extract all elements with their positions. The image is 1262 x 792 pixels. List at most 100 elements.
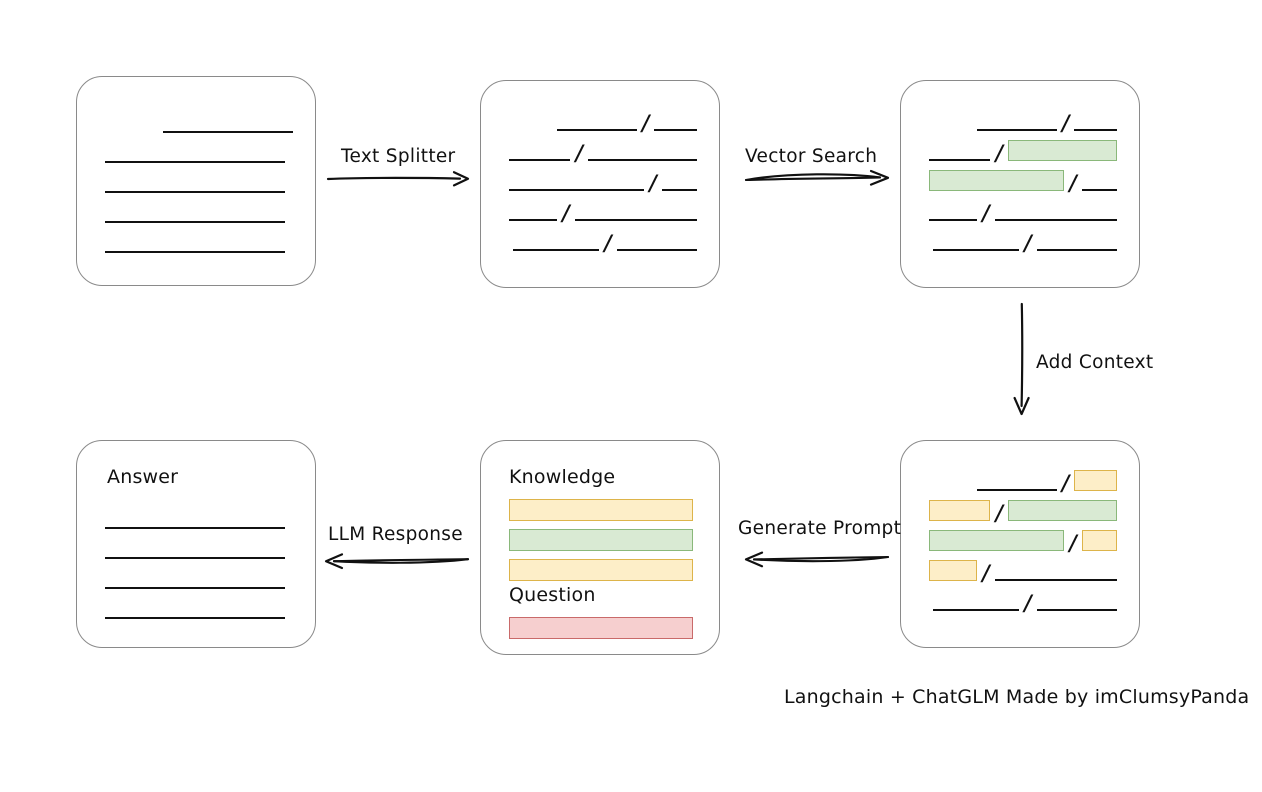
chunk-separator: / — [995, 500, 1004, 525]
chunk-separator: / — [1061, 470, 1070, 495]
document-line — [105, 563, 293, 593]
document-line: / — [509, 135, 697, 165]
answer-rows — [77, 441, 315, 647]
text-rule — [588, 159, 697, 161]
text-rule — [1036, 249, 1117, 251]
text-rule — [661, 189, 697, 191]
vector-matches-rows: / / / / / — [901, 81, 1139, 287]
document-line — [105, 533, 293, 563]
text-rule — [509, 189, 645, 191]
highlight-chip-yellow — [1081, 529, 1117, 551]
prompt-box[interactable]: Knowledge Question — [480, 440, 720, 655]
text-rule — [105, 557, 285, 559]
document-line: / — [509, 195, 697, 225]
text-rule — [509, 159, 571, 161]
document-line: / — [929, 165, 1117, 195]
vector-matches-box[interactable]: / / / / / — [900, 80, 1140, 288]
arrow-label-generate-prompt: Generate Prompt — [738, 518, 902, 539]
highlight-chip-yellow — [1074, 469, 1117, 491]
chunk-separator: / — [1024, 230, 1032, 255]
text-rule — [977, 489, 1057, 491]
text-rule — [977, 129, 1057, 131]
document-line: / — [509, 105, 697, 135]
chunk-separator: / — [1069, 170, 1077, 195]
text-rule — [105, 191, 285, 193]
split-chunks-rows: / / / / / — [481, 81, 719, 287]
arrow-text-splitter — [326, 171, 470, 187]
text-rule — [513, 249, 599, 251]
text-rule — [929, 159, 991, 161]
text-rule — [557, 129, 637, 131]
chunk-separator: / — [995, 140, 1004, 165]
chunk-separator: / — [982, 200, 990, 225]
document-line: / — [929, 465, 1117, 495]
text-rule — [105, 251, 285, 253]
highlight-chip-green — [1008, 139, 1117, 161]
text-rule — [1081, 189, 1117, 191]
document-line — [105, 197, 293, 227]
highlight-chip-green — [929, 529, 1065, 551]
text-rule — [105, 161, 285, 163]
document-line: / — [929, 225, 1117, 255]
chunk-separator: / — [575, 140, 584, 165]
arrow-label-add-context: Add Context — [1036, 352, 1154, 373]
document-line: / — [929, 105, 1117, 135]
chunk-separator: / — [982, 560, 990, 585]
document-line — [105, 227, 293, 257]
highlight-chip-green — [1008, 499, 1117, 521]
context-added-rows: / / / / / — [901, 441, 1139, 647]
text-rule — [933, 609, 1019, 611]
text-rule — [933, 249, 1019, 251]
knowledge-bar-3 — [509, 559, 693, 581]
document-line — [105, 503, 293, 533]
chunk-separator: / — [1024, 590, 1032, 615]
document-line: / — [929, 525, 1117, 555]
answer-box[interactable]: Answer — [76, 440, 316, 648]
document-line: / — [929, 495, 1117, 525]
document-line — [105, 167, 293, 197]
document-line: / — [929, 195, 1117, 225]
document-line: / — [929, 585, 1117, 615]
text-rule — [105, 527, 285, 529]
document-line: / — [509, 225, 697, 255]
document-line — [105, 593, 293, 623]
text-rule — [616, 249, 697, 251]
knowledge-bar-2 — [509, 529, 693, 551]
chunk-separator: / — [604, 230, 612, 255]
credit-text: Langchain + ChatGLM Made by imClumsyPand… — [784, 686, 1250, 708]
question-heading: Question — [509, 584, 596, 606]
chunk-separator: / — [1069, 530, 1077, 555]
knowledge-heading: Knowledge — [509, 466, 616, 488]
question-bar-1 — [509, 617, 693, 639]
chunk-separator: / — [562, 200, 570, 225]
arrow-label-vector-search: Vector Search — [745, 146, 878, 167]
split-chunks-box[interactable]: / / / / / — [480, 80, 720, 288]
arrow-label-llm-response: LLM Response — [328, 524, 463, 545]
chunk-separator: / — [649, 170, 657, 195]
text-rule — [994, 219, 1117, 221]
highlight-chip-yellow — [929, 559, 977, 581]
text-rule — [654, 129, 697, 131]
context-added-box[interactable]: / / / / / — [900, 440, 1140, 648]
source-document-rows — [77, 77, 315, 285]
chunk-separator: / — [1061, 110, 1070, 135]
arrow-add-context — [1013, 302, 1030, 416]
text-rule — [509, 219, 557, 221]
text-rule — [1074, 129, 1117, 131]
text-rule — [1036, 609, 1117, 611]
text-rule — [163, 131, 293, 133]
document-line: / — [929, 135, 1117, 165]
text-rule — [105, 587, 285, 589]
text-rule — [105, 617, 285, 619]
arrow-generate-prompt — [744, 551, 890, 568]
arrow-label-text-splitter: Text Splitter — [341, 146, 456, 167]
highlight-chip-green — [929, 169, 1065, 191]
text-rule — [929, 219, 977, 221]
highlight-chip-yellow — [929, 499, 991, 521]
chunk-separator: / — [641, 110, 650, 135]
source-document-box[interactable] — [76, 76, 316, 286]
text-rule — [105, 221, 285, 223]
text-rule — [574, 219, 697, 221]
answer-heading: Answer — [107, 466, 179, 488]
